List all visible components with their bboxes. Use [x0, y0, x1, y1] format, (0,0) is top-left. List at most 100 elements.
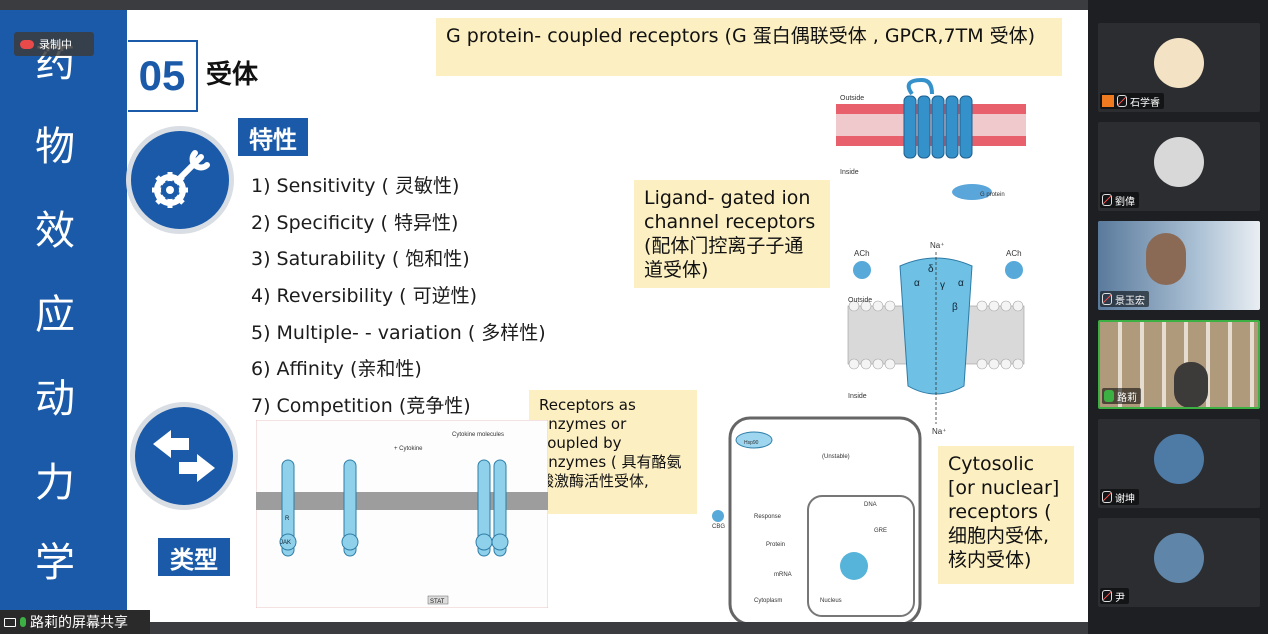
cytoplasm-label: Cytoplasm	[754, 598, 782, 604]
ion-outside-label: Outside	[848, 297, 872, 304]
unstable-label: (Unstable)	[822, 454, 850, 460]
nucleus-label: Nucleus	[820, 598, 842, 604]
gpcr-figure: Outside Inside G protein	[836, 77, 1026, 200]
gpcr-outside-label: Outside	[840, 95, 864, 102]
wrench-gear-icon	[126, 126, 234, 234]
protein-label: Protein	[766, 542, 785, 548]
alpha-left-label: α	[914, 278, 920, 289]
record-cloud-icon	[20, 39, 34, 49]
receptor-r-label: R	[285, 516, 290, 522]
participant-tile[interactable]: 尹	[1098, 518, 1260, 607]
jak-label: JAK	[280, 540, 291, 546]
mrna-label: mRNA	[774, 572, 792, 578]
list-item: 2) Specificity ( 特异性)	[251, 211, 459, 234]
participant-namebar: 劉偉	[1100, 192, 1139, 208]
participant-name: 路莉	[1117, 392, 1137, 404]
list-item: 5) Multiple- - variation ( 多样性)	[251, 321, 546, 344]
vertical-title-char: 动	[35, 376, 75, 422]
list-item: 7) Competition (竞争性)	[251, 395, 471, 418]
participant-tile[interactable]: 劉偉	[1098, 122, 1260, 211]
hsp-label: Hsp90	[744, 440, 759, 446]
participant-name: 景玉宏	[1115, 295, 1145, 307]
section-number: 05	[128, 40, 198, 112]
gpcr-note: G protein- coupled receptors (G 蛋白偶联受体 ,…	[436, 18, 1062, 76]
participant-tile[interactable]: 谢坤	[1098, 419, 1260, 508]
mic-muted-icon	[1117, 95, 1127, 107]
ion-inside-label: Inside	[848, 393, 867, 400]
bottom-strip	[150, 622, 1088, 634]
vertical-title-char: 应	[35, 292, 75, 338]
list-item: 3) Saturability ( 饱和性)	[251, 248, 470, 271]
list-item: 6) Affinity (亲和性)	[251, 358, 422, 381]
vertical-title-char: 力	[35, 460, 75, 506]
list-item: 4) Reversibility ( 可逆性)	[251, 285, 477, 308]
ach-left-label: ACh	[854, 249, 870, 258]
mic-muted-icon	[1102, 293, 1112, 305]
properties-list: 1) Sensitivity ( 灵敏性) 2) Specificity ( 特…	[251, 168, 546, 425]
avatar	[1154, 38, 1204, 88]
recording-indicator: 录制中	[14, 32, 94, 56]
enzyme-receptor-note: Receptors as enzymes or coupled by enzym…	[529, 390, 697, 514]
na-bottom-label: Na⁺	[932, 427, 946, 436]
ach-right-label: ACh	[1006, 249, 1022, 258]
gamma-label: γ	[940, 280, 945, 291]
cytokine-molecules-label: Cytokine molecules	[452, 432, 504, 438]
ligand-gated-note: Ligand- gated ion channel receptors (配体门…	[634, 180, 830, 288]
shared-slide: 药 物 效 应 动 力 学 05 受体	[0, 10, 1088, 622]
delta-label: δ	[928, 264, 934, 275]
list-item: 1) Sensitivity ( 灵敏性)	[251, 175, 460, 197]
gpcr-inside-label: Inside	[840, 169, 859, 176]
properties-heading: 特性	[238, 118, 308, 156]
mic-on-icon	[1104, 390, 1114, 402]
participant-name: 尹	[1115, 592, 1125, 604]
avatar	[1154, 137, 1204, 187]
screen-share-icon	[4, 617, 16, 627]
vertical-title-char: 效	[35, 208, 75, 254]
slide-left-bar: 药 物 效 应 动 力 学	[0, 10, 127, 622]
top-strip	[0, 0, 1088, 10]
beta-label: β	[952, 302, 958, 313]
participant-name: 石学睿	[1130, 97, 1160, 109]
section-title: 受体	[206, 60, 259, 90]
ion-channel-figure: ACh ACh Na⁺ Na⁺ δ α α γ β Outside Inside	[847, 241, 1025, 436]
avatar	[1154, 533, 1204, 583]
mic-muted-icon	[1102, 194, 1112, 206]
nuclear-receptor-figure: CBG Hsp90 (Unstable) Response Protein mR…	[712, 416, 922, 622]
mic-muted-icon	[1102, 491, 1112, 503]
participant-namebar: 路莉	[1102, 388, 1141, 404]
cytokine-arrow-label: + Cytokine	[394, 446, 423, 452]
participant-name: 劉偉	[1115, 196, 1135, 208]
cytosolic-receptor-note: Cytosolic [or nuclear] receptors ( 细胞内受体…	[938, 446, 1074, 584]
participant-video-person	[1146, 233, 1186, 285]
mic-muted-icon	[1102, 590, 1112, 602]
na-top-label: Na⁺	[930, 241, 944, 250]
participant-tile[interactable]: 石学睿	[1098, 23, 1260, 112]
swap-arrows-icon	[130, 402, 238, 510]
alpha-right-label: α	[958, 278, 964, 289]
response-label: Response	[754, 514, 782, 520]
jak-stat-figure: + Cytokine Cytokine molecules R JAK STAT	[256, 420, 548, 608]
cbg-label: CBG	[712, 524, 725, 530]
participant-tile-active[interactable]: 路莉	[1098, 320, 1260, 409]
participant-panel: 石学睿 劉偉 景玉宏 路莉	[1088, 0, 1268, 634]
screen-share-label: 路莉的屏幕共享	[30, 615, 128, 631]
participant-name: 谢坤	[1115, 493, 1135, 505]
types-heading: 类型	[158, 538, 230, 576]
vertical-title-char: 物	[35, 124, 75, 170]
mic-on-icon	[20, 617, 26, 627]
gpcr-g-protein-label: G protein	[980, 192, 1005, 198]
gre-label: GRE	[874, 528, 887, 534]
user-icon	[1102, 95, 1114, 107]
screen-share-bar[interactable]: 路莉的屏幕共享	[0, 610, 150, 634]
recording-label: 录制中	[39, 39, 72, 51]
dna-label: DNA	[864, 502, 877, 508]
stat-label: STAT	[430, 599, 445, 605]
participant-namebar: 谢坤	[1100, 489, 1139, 505]
participant-namebar: 石学睿	[1100, 93, 1164, 109]
participant-video-person	[1174, 362, 1208, 407]
vertical-title-char: 学	[35, 540, 75, 586]
participant-tile[interactable]: 景玉宏	[1098, 221, 1260, 310]
participant-namebar: 景玉宏	[1100, 291, 1149, 307]
participant-namebar: 尹	[1100, 588, 1129, 604]
